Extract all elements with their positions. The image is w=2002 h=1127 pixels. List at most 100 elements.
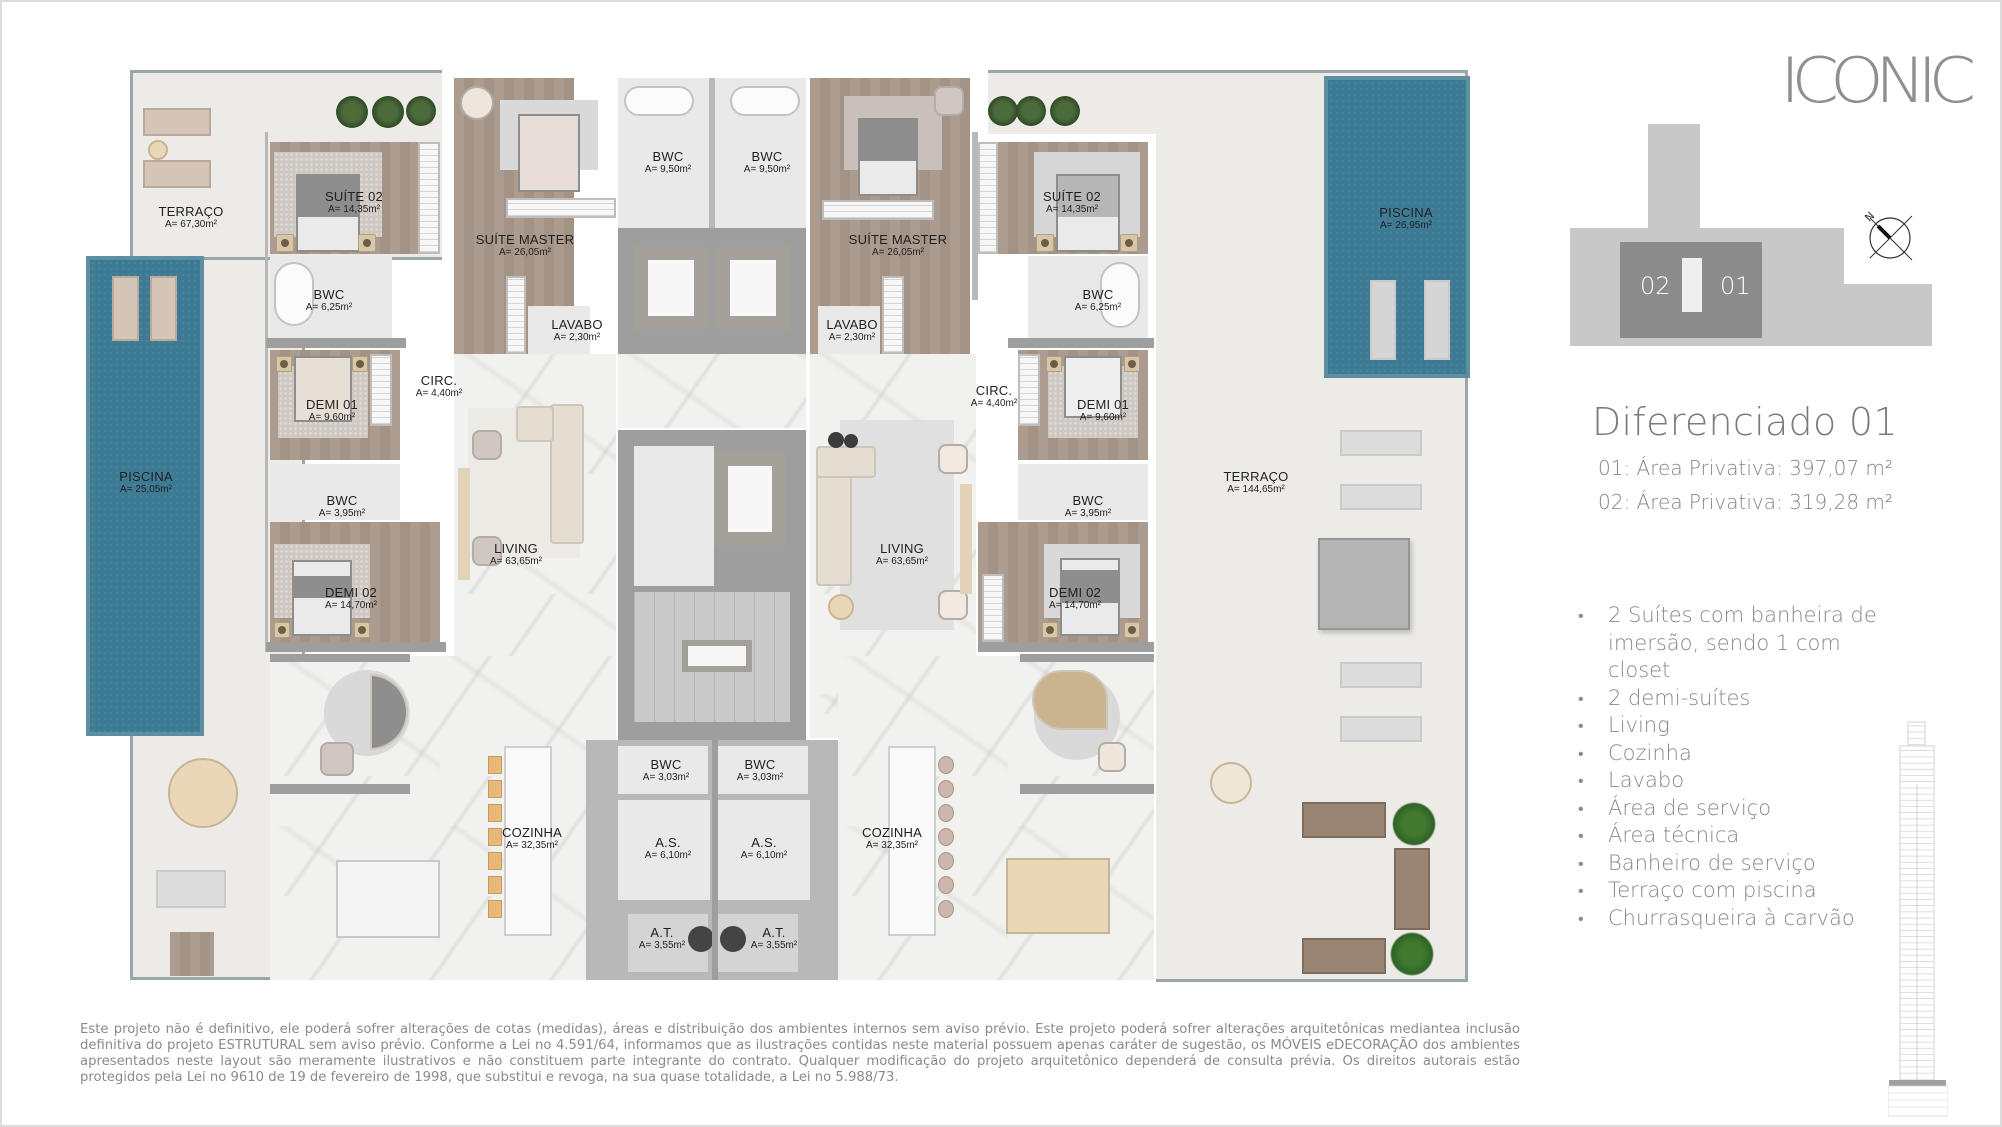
lobby-floor <box>618 354 806 428</box>
nightstand <box>1042 622 1058 638</box>
nightstand <box>1046 356 1062 372</box>
daybed <box>156 870 226 908</box>
site-block <box>1840 284 1932 346</box>
feature-item: Banheiro de serviço <box>1578 850 1878 878</box>
bar-stool <box>938 852 954 870</box>
feature-item: Living <box>1578 712 1878 740</box>
palm-plant <box>1386 928 1438 980</box>
feature-item: Área de serviço <box>1578 795 1878 823</box>
as-right <box>718 800 810 900</box>
terrace-lounger <box>1340 662 1422 688</box>
wall <box>1020 784 1154 794</box>
bar-stool <box>938 780 954 798</box>
palm-plant <box>1388 798 1440 850</box>
bed <box>858 118 918 196</box>
coffee-table <box>170 932 214 976</box>
room-label-as-right: A.S.A= 6,10m² <box>740 835 788 861</box>
area-privativa-01: 01: Área Privativa: 397,07 m² <box>1598 456 1893 480</box>
bed <box>1064 356 1122 418</box>
wardrobe <box>978 142 998 254</box>
wardrobe <box>1018 354 1040 426</box>
wardrobe <box>370 354 392 426</box>
bed <box>296 174 360 252</box>
side-table <box>828 432 844 448</box>
pool-left <box>86 256 204 736</box>
elevator <box>634 246 708 330</box>
feature-item: Lavabo <box>1578 767 1878 795</box>
bwc-service-left <box>618 746 708 794</box>
core-block <box>1682 258 1702 312</box>
brand-logo: ICONIC <box>1780 44 1976 117</box>
planter-tree <box>988 96 1018 126</box>
bar-stool <box>488 876 502 894</box>
planter-tree <box>372 96 404 128</box>
room-label-circ-left: CIRC.A= 4,40m² <box>415 373 463 399</box>
unit-label-01: 01 <box>1720 272 1751 300</box>
armchair <box>472 536 502 566</box>
feature-item: Churrasqueira à carvão <box>1578 905 1878 933</box>
legal-disclaimer: Este projeto não é definitivo, ele poder… <box>80 1022 1520 1085</box>
bathtub <box>730 86 800 116</box>
wall <box>978 642 1154 652</box>
wall <box>972 132 978 300</box>
nightstand <box>276 356 292 372</box>
dining-table <box>1006 858 1110 934</box>
barbecue <box>1318 538 1410 630</box>
nightstand <box>274 622 290 638</box>
nightstand <box>358 234 376 252</box>
bed <box>1056 174 1120 252</box>
kitchen-left-floor <box>270 656 616 980</box>
outdoor-sofa <box>1302 802 1386 838</box>
pool-lounger <box>1370 280 1396 360</box>
wardrobe <box>982 574 1004 642</box>
closet <box>882 276 904 354</box>
terrace-lounger <box>143 108 211 136</box>
as-left <box>618 800 710 900</box>
nightstand <box>276 234 294 252</box>
bar-stool <box>488 756 502 774</box>
bathtub <box>624 86 694 116</box>
wall <box>270 654 410 662</box>
side-table <box>148 140 168 160</box>
bathtub <box>1100 262 1140 328</box>
bwc-service-right <box>718 746 808 794</box>
lavabo-floor <box>818 306 880 354</box>
kitchen-island <box>504 746 552 936</box>
closet <box>506 276 526 354</box>
armchair <box>938 590 968 620</box>
bar-stool <box>488 780 502 798</box>
terrace-lounger <box>1340 430 1422 456</box>
nightstand <box>1036 234 1054 252</box>
round-dining-table <box>168 758 238 828</box>
armchair <box>934 86 964 116</box>
room-label-at-right: A.T.A= 3,55m² <box>750 925 798 951</box>
shaft <box>682 640 752 672</box>
tower-elevation-icon <box>1888 721 1948 1117</box>
bar-stool <box>938 828 954 846</box>
nightstand <box>1120 234 1138 252</box>
site-block <box>1648 124 1700 234</box>
feature-item: Terraço com piscina <box>1578 877 1878 905</box>
wall <box>1008 338 1154 348</box>
nightstand <box>1124 356 1140 372</box>
bar-stool <box>488 828 502 846</box>
elevator <box>716 246 790 330</box>
kitchen-island <box>888 746 936 936</box>
wardrobe <box>418 142 440 254</box>
